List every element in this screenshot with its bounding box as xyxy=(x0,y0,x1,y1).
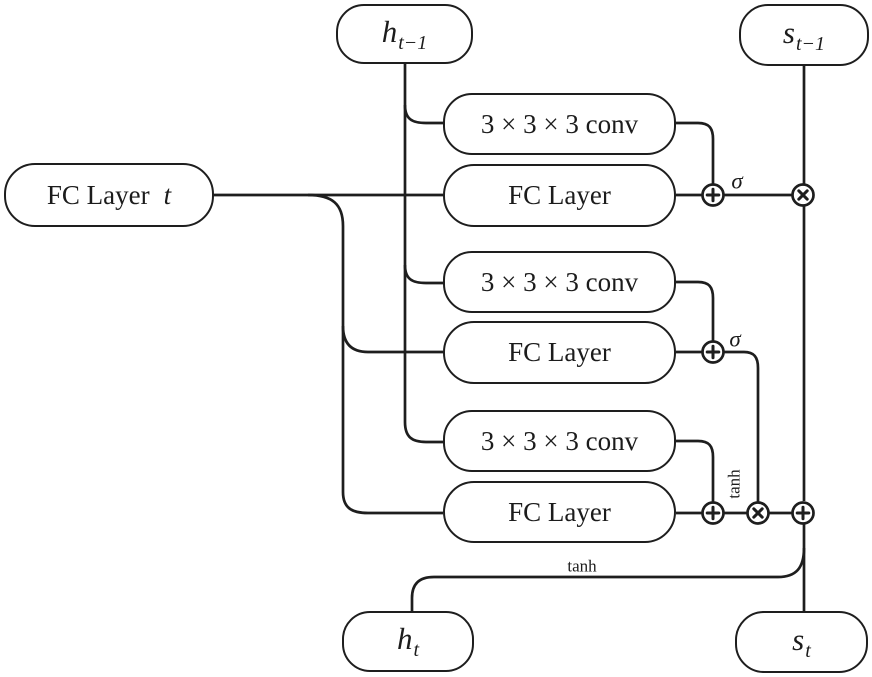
node-label-var: t xyxy=(163,179,172,210)
circled-plus-icon xyxy=(701,340,725,364)
node-conv2: 3 × 3 × 3 conv xyxy=(443,251,676,313)
node-h-prev: ht−1 xyxy=(336,4,473,64)
edge-conv2-to-plus2 xyxy=(676,280,715,342)
tanh-label-output: tanh xyxy=(567,556,597,576)
node-conv1: 3 × 3 × 3 conv xyxy=(443,93,676,155)
node-label: st−1 xyxy=(782,14,826,55)
node-s-t: st xyxy=(735,611,868,673)
edge-fct-branch-down xyxy=(307,193,443,515)
sigma-label-forget: σ xyxy=(731,168,743,194)
node-label: 3 × 3 × 3 conv xyxy=(480,425,639,456)
node-label: 3 × 3 × 3 conv xyxy=(480,266,639,297)
node-label: FC Layer xyxy=(508,496,611,527)
circled-times-icon xyxy=(746,501,770,525)
circled-plus-icon xyxy=(701,501,725,525)
edge-fct-branch-to-fc2 xyxy=(341,325,443,354)
edge-conv1-to-plus1 xyxy=(676,121,715,185)
node-fc1: FC Layer xyxy=(443,164,676,227)
node-fc-layer-t: FC Layer t xyxy=(4,163,214,227)
sigma-label-input: σ xyxy=(729,326,741,352)
node-fc2: FC Layer xyxy=(443,321,676,384)
node-label: ht xyxy=(396,621,420,661)
node-s-prev: st−1 xyxy=(739,4,869,66)
node-label: FC Layer xyxy=(508,337,611,367)
edge-hprev-main-to-conv3 xyxy=(403,64,443,444)
edge-hprev-to-conv1 xyxy=(403,104,443,125)
node-fc3: FC Layer xyxy=(443,481,676,543)
node-label: 3 × 3 × 3 conv xyxy=(480,108,639,139)
edge-state-to-ht xyxy=(410,547,806,611)
tanh-label-candidate: tanh xyxy=(724,469,744,499)
edge-conv3-to-plus3 xyxy=(676,439,715,503)
node-label: ht−1 xyxy=(381,13,428,54)
node-label: st xyxy=(792,621,811,662)
circled-times-icon xyxy=(791,183,815,207)
node-label: FC Layer xyxy=(508,180,611,210)
node-h-t: ht xyxy=(342,611,474,672)
edge-plus2-to-times2 xyxy=(723,350,760,503)
node-label: FC Layer xyxy=(46,179,150,210)
circled-plus-icon xyxy=(701,183,725,207)
edge-hprev-to-conv2 xyxy=(403,264,443,285)
node-conv3: 3 × 3 × 3 conv xyxy=(443,410,676,472)
circled-plus-icon xyxy=(791,501,815,525)
